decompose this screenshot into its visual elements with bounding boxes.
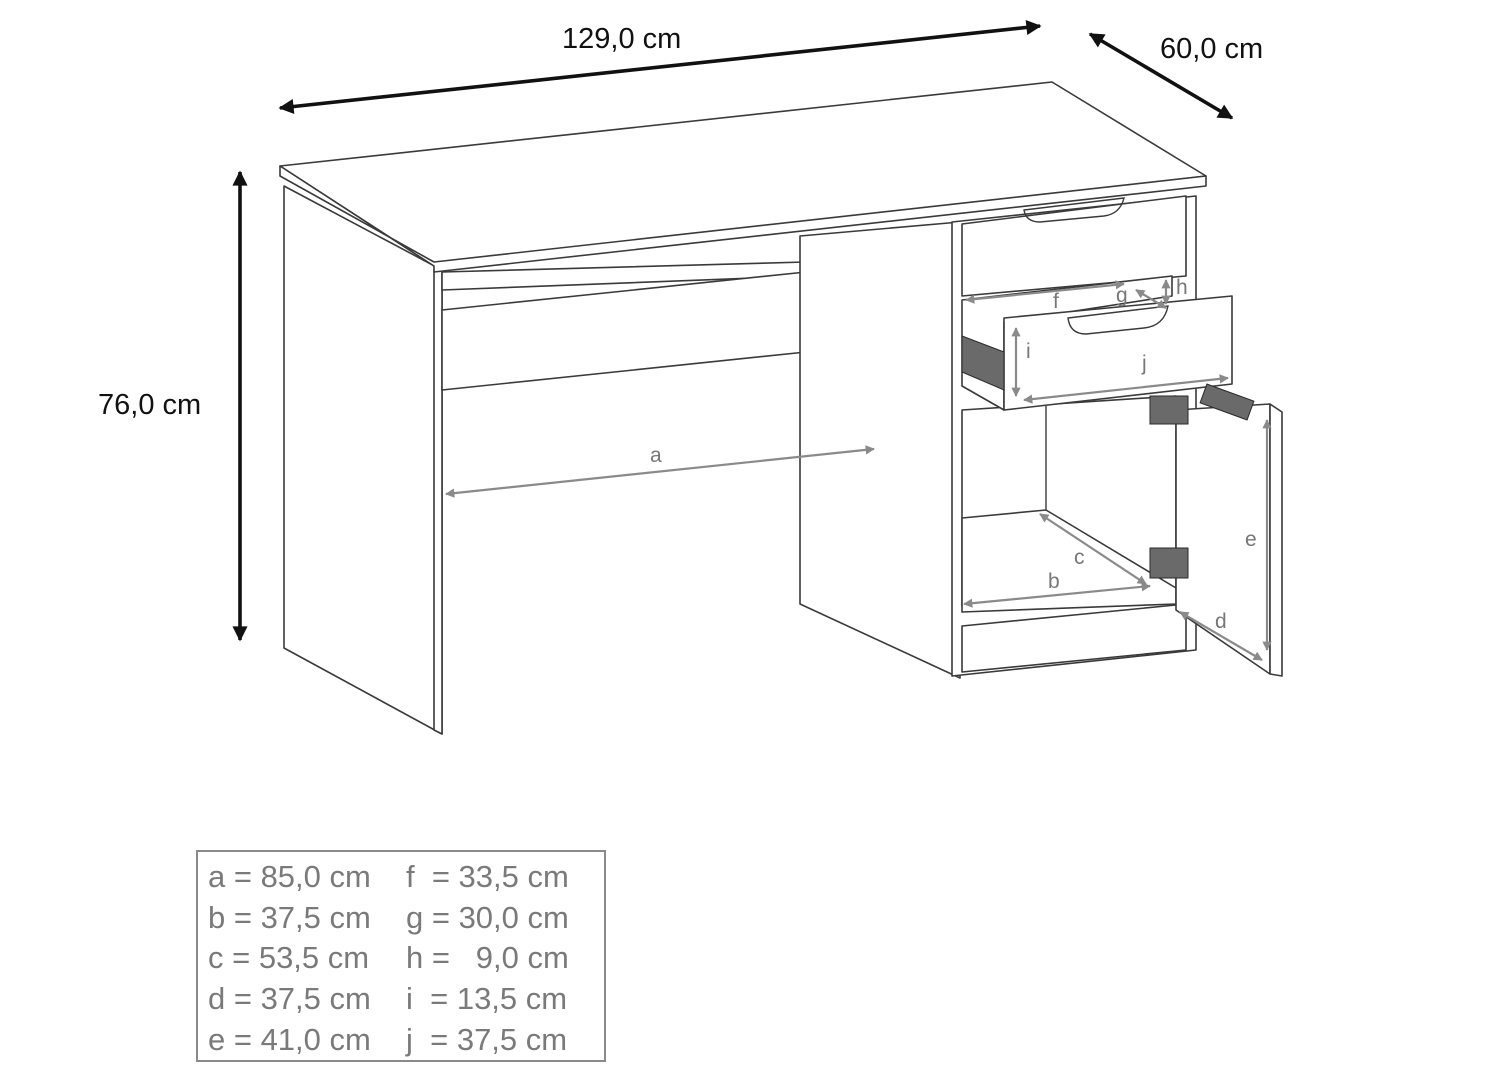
depth-dimension-arrow	[1088, 32, 1234, 120]
callout-d: d	[1215, 610, 1227, 633]
dimension-legend: a = 85,0 cm f = 33,5 cm b = 37,5 cm g = …	[196, 850, 606, 1062]
callout-g: g	[1116, 284, 1128, 307]
dim-d-arrow	[1179, 611, 1263, 661]
legend-row: d = 37,5 cm i = 13,5 cm	[208, 979, 604, 1020]
callout-b: b	[1048, 570, 1060, 593]
dim-j-arrow	[1023, 374, 1229, 404]
legend-entry: g = 30,0 cm	[406, 899, 569, 935]
callout-i: i	[1026, 340, 1031, 363]
legend-row: e = 41,0 cm j = 37,5 cm	[208, 1019, 604, 1060]
callout-h: h	[1176, 276, 1188, 299]
depth-label: 60,0 cm	[1160, 33, 1263, 65]
left-leg-side	[283, 185, 443, 735]
legend-row: a = 85,0 cm f = 33,5 cm	[208, 857, 604, 898]
open-drawer-handle	[1067, 305, 1169, 335]
legend-row: c = 53,5 cm h = 9,0 cm	[208, 938, 604, 979]
legend-entry: c = 53,5 cm	[208, 940, 370, 976]
pedestal-inner-side	[799, 221, 961, 679]
callout-c: c	[1074, 546, 1085, 569]
lower-hinge	[1149, 547, 1189, 579]
top-drawer-handle	[1023, 197, 1125, 223]
legend-entry: d = 37,5 cm	[208, 981, 371, 1017]
left-leg-front	[433, 269, 443, 735]
callout-j: j	[1141, 352, 1147, 375]
dim-g-arrow	[1135, 289, 1167, 309]
legend-row: b = 37,5 cm g = 30,0 cm	[208, 898, 604, 939]
callout-a: a	[650, 444, 662, 467]
legend-entry: h = 9,0 cm	[406, 940, 569, 976]
legend-entry: i = 13,5 cm	[406, 981, 568, 1017]
dim-c-arrow	[1039, 513, 1147, 585]
top-drawer-front	[961, 195, 1187, 297]
upper-hinge	[1149, 395, 1189, 425]
dim-f-arrow	[965, 280, 1125, 304]
sub-dimensions	[445, 279, 1272, 661]
width-dimension-arrow	[278, 19, 1042, 115]
width-label: 129,0 cm	[562, 23, 681, 55]
dim-a-arrow	[445, 445, 875, 498]
callout-e: e	[1245, 528, 1257, 551]
legend-entry: a = 85,0 cm	[208, 859, 371, 895]
callout-f: f	[1053, 290, 1059, 313]
legend-entry: e = 41,0 cm	[208, 1021, 371, 1057]
height-label: 76,0 cm	[98, 389, 201, 421]
desktop-edge	[279, 165, 1207, 273]
legend-entry: f = 33,5 cm	[406, 859, 569, 895]
apron-panel	[441, 271, 807, 391]
legend-entry: j = 37,5 cm	[406, 1021, 568, 1057]
drawer-runner	[961, 335, 1005, 391]
desk-body	[279, 81, 1283, 735]
open-door-edge	[1269, 403, 1283, 677]
legend-entry: b = 37,5 cm	[208, 899, 371, 935]
dim-b-arrow	[963, 582, 1151, 608]
